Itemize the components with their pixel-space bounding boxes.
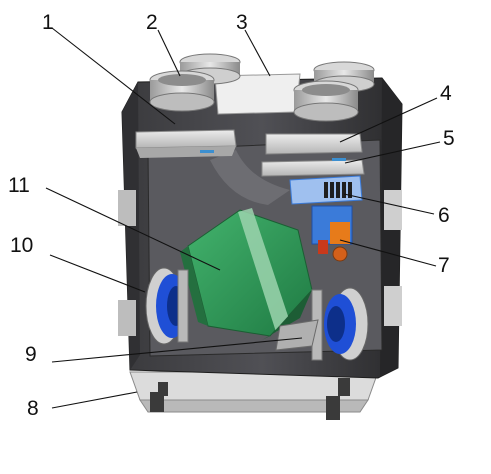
fan-right: [311, 287, 369, 361]
callout-2: 2: [146, 11, 158, 34]
callout-7: 7: [438, 254, 450, 277]
callout-1: 1: [42, 11, 54, 34]
heat-exchanger: [180, 208, 313, 340]
callout-4: 4: [440, 82, 452, 105]
callout-10: 10: [10, 234, 33, 257]
callout-9: 9: [25, 343, 37, 366]
heater: [289, 175, 363, 205]
callout-labels: 1 2 3 4 5 6 7 8 9 10 11: [8, 11, 455, 420]
fan-left: [145, 267, 189, 345]
callout-8: 8: [27, 397, 39, 420]
callout-11: 11: [8, 174, 30, 197]
duct-collars: [149, 53, 375, 122]
actuator: [311, 205, 353, 262]
filters: [135, 129, 365, 177]
base-frame: [129, 371, 379, 420]
callout-3: 3: [236, 11, 248, 34]
condensate-tray: [275, 319, 319, 351]
leader-lines: [45, 27, 441, 409]
callout-6: 6: [438, 204, 450, 227]
callout-5: 5: [443, 127, 455, 150]
